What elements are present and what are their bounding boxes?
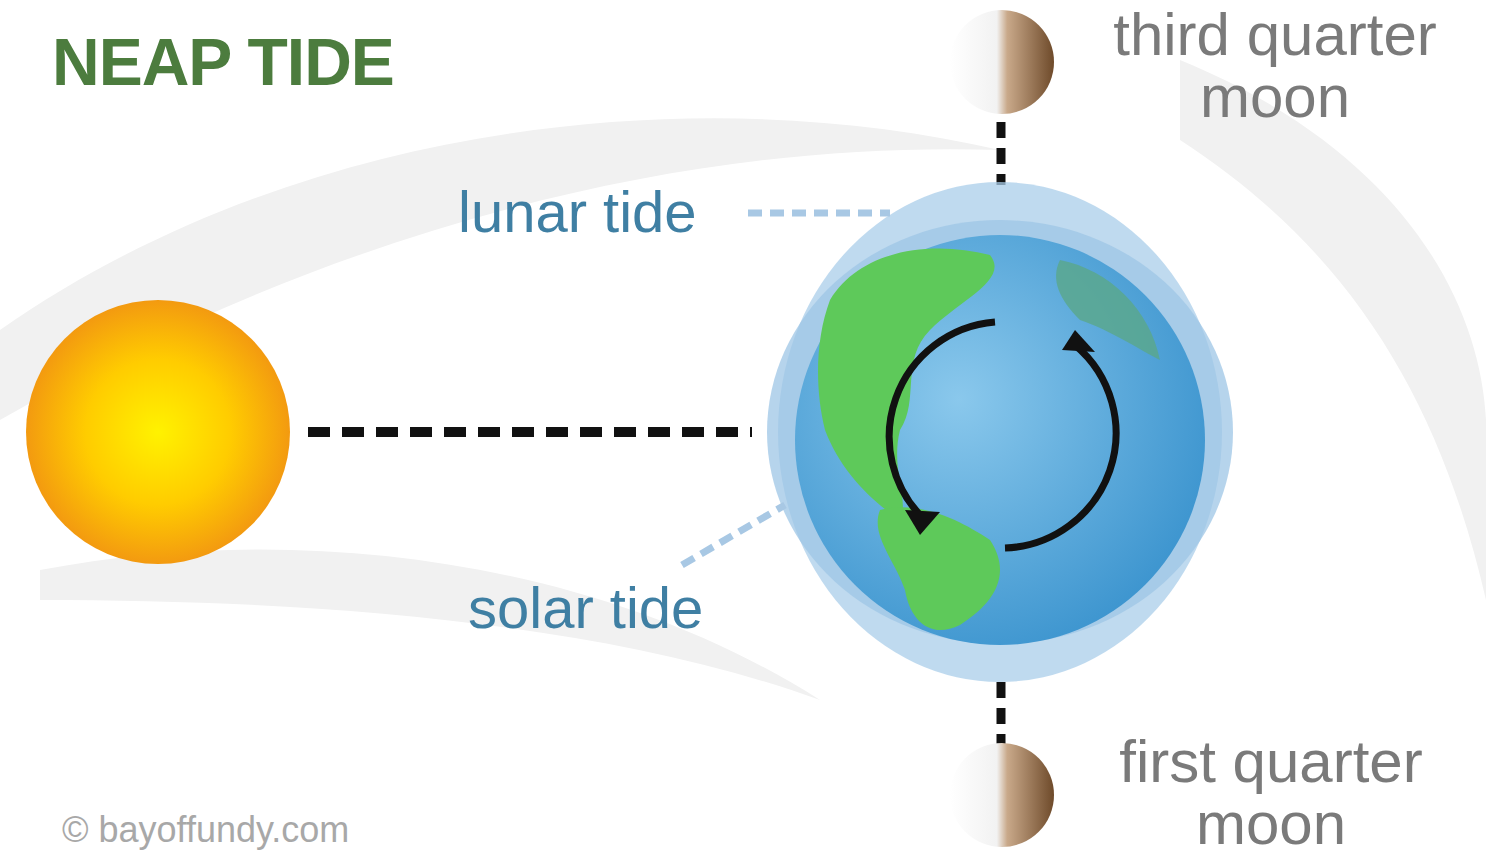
moon [950,743,1054,847]
alignment-line [997,122,1006,185]
watermark: © bayoffundy.com [62,808,349,852]
moon [950,10,1054,114]
moon-label: first quarter moon [1066,731,1476,855]
diagram-title: NEAP TIDE [52,22,394,102]
background-swoosh [40,549,820,700]
alignment-line [308,427,752,437]
continent [818,249,995,520]
moon-label: third quarter moon [1070,4,1480,128]
tide-label: lunar tide [458,178,697,246]
background-swoosh [1180,60,1486,600]
leader-line [682,505,785,565]
lunar-tide-bulge [778,182,1222,682]
leader-line [748,210,890,217]
tide-label: solar tide [468,574,703,642]
sun [26,300,290,564]
solar-tide-bulge [767,220,1233,644]
alignment-line [997,682,1006,745]
continent [878,507,1000,630]
earth [795,235,1205,645]
continent [1056,260,1160,360]
